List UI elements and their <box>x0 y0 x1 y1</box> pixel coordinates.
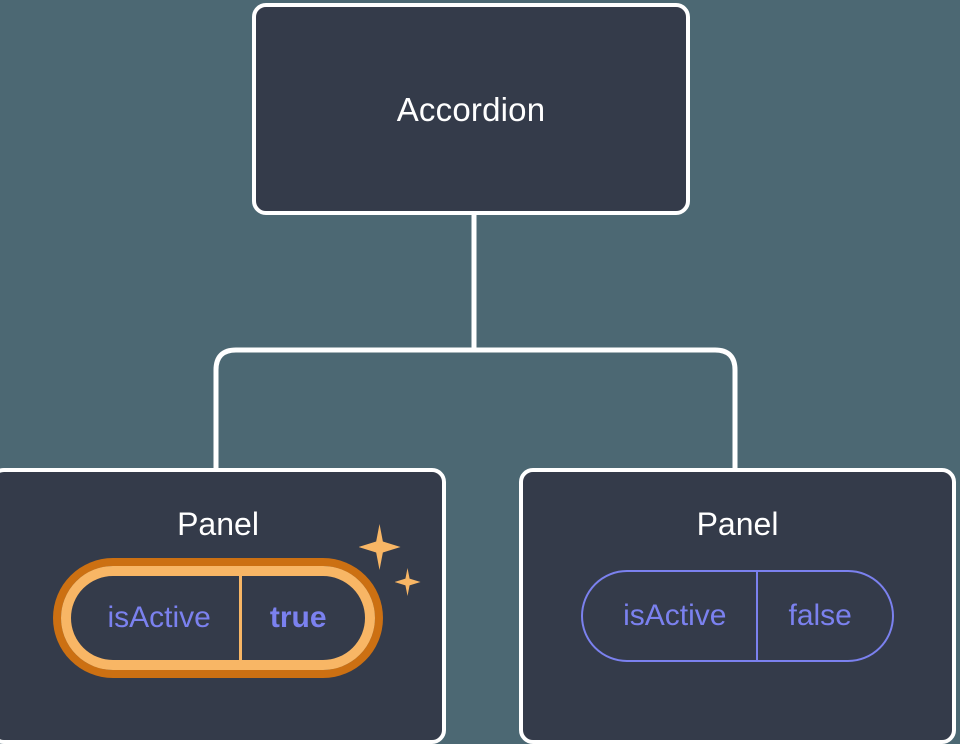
prop-key: isActive <box>623 599 727 632</box>
sparkle-large-icon <box>358 524 401 570</box>
prop-pill-body: isActive false <box>581 570 894 662</box>
prop-pill-isactive-true[interactable]: isActive true <box>61 524 421 670</box>
node-accordion-label: Accordion <box>396 90 546 128</box>
node-panel-inactive[interactable]: Panel isActive false <box>519 468 956 744</box>
node-panel-active-label: Panel <box>177 506 259 542</box>
prop-key: isActive <box>107 601 211 634</box>
prop-pill-body: isActive true <box>61 566 375 670</box>
sparkle-small-icon <box>394 568 421 596</box>
node-accordion[interactable]: Accordion <box>252 3 690 215</box>
node-panel-inactive-label: Panel <box>696 506 779 542</box>
prop-value: true <box>238 576 365 660</box>
prop-pill-isactive-false[interactable]: isActive false <box>581 570 894 662</box>
connector-children-bus <box>213 347 738 472</box>
node-panel-active[interactable]: Panel isActive true <box>0 468 446 744</box>
prop-value: false <box>756 572 891 660</box>
